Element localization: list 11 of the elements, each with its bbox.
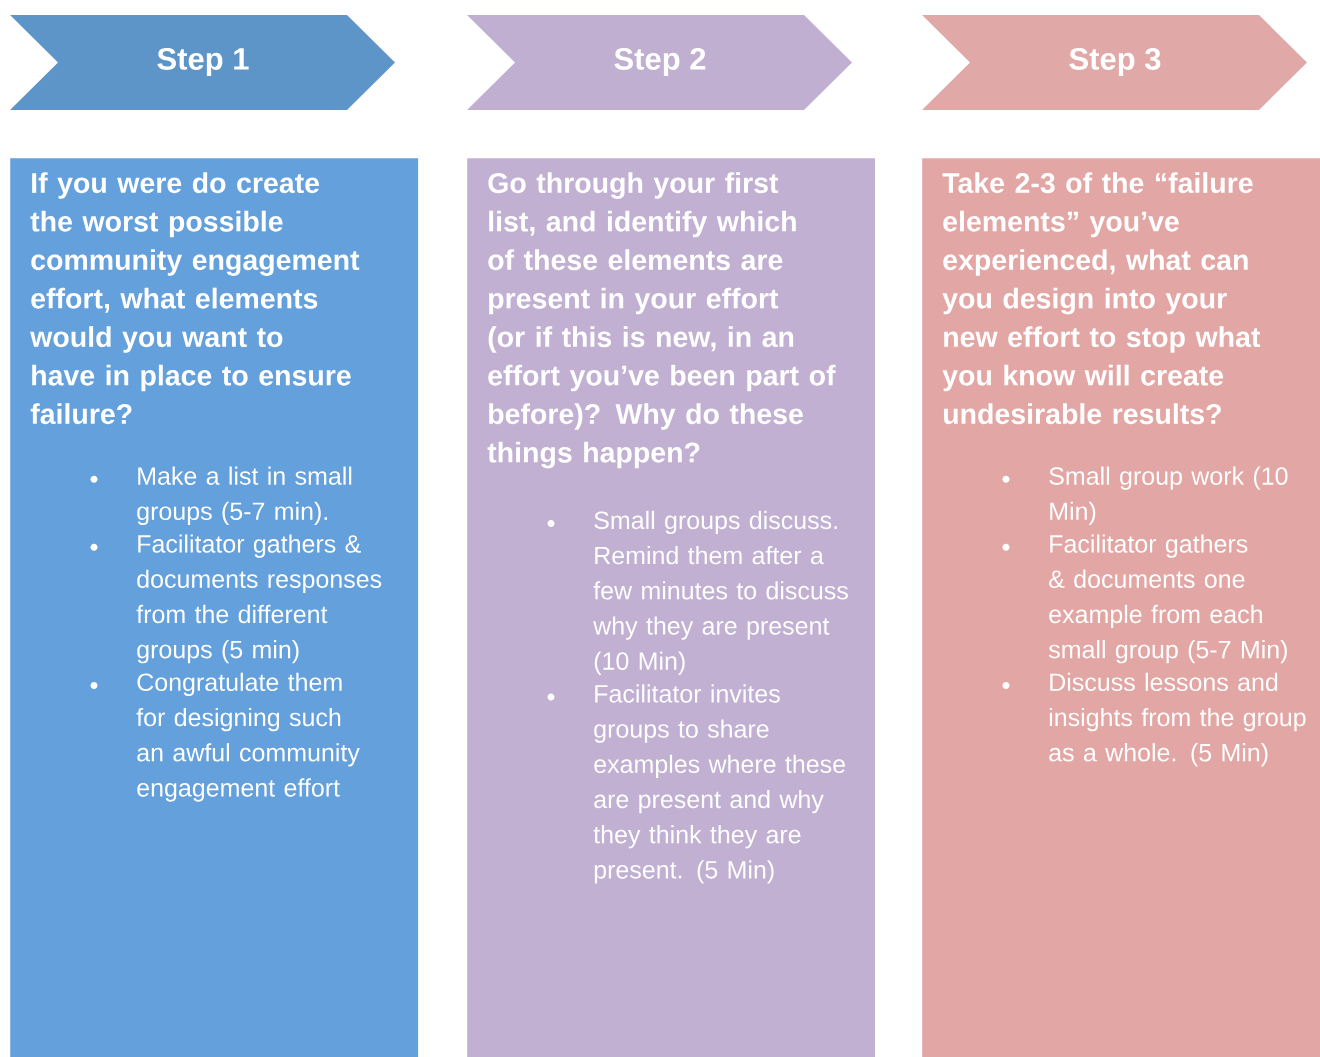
- bullet-item: Discuss lessons and insights from the group as a whole. (5 Min): [1002, 672, 1306, 767]
- question-text: Take 2-3 of the “failure elements” you’ve experienced, what can you design into your new effort to stop what you know will create undesirable results?: [942, 172, 1261, 425]
- bullet-item: Small group work (10 Min): [1002, 466, 1288, 525]
- bullet-item: Facilitator invites groups to share examples where these are present and why they think they are present. (5 Min): [547, 684, 845, 884]
- bullet-item: Congratulate them for designing such an awful community engagement effort: [90, 672, 360, 802]
- question-text: If you were do create the worst possible community engagement effort, what elements would you want to have in place to ensure failure?: [30, 172, 360, 425]
- bullet-item: Facilitator gathers & documents responses from the different groups (5 min): [90, 534, 382, 664]
- question-text: Go through your first list, and identify which of these elements are present in your effort (or if this is new, in an effort you’ve been part of before)? Why do these things happen?: [487, 172, 836, 469]
- bullet-item: Small groups discuss. Remind them after a few minutes to discuss why they are present (10 Min): [547, 510, 848, 675]
- bullet-item: Facilitator gathers & documents one example from each small group (5-7 Min): [1002, 534, 1287, 664]
- bullet-item: Make a list in small groups (5-7 min).: [90, 466, 352, 526]
